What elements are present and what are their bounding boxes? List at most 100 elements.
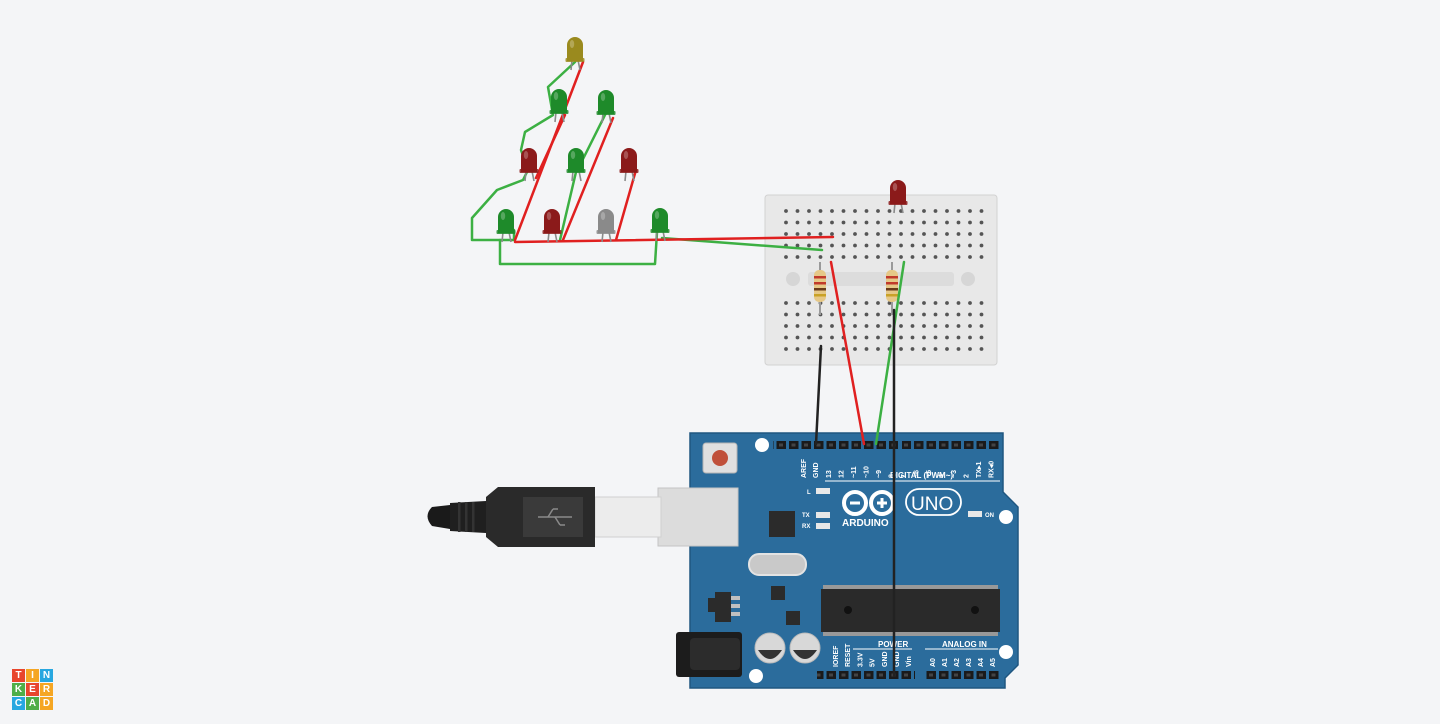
pin-label: Vin xyxy=(906,656,913,667)
pin-label: 8 xyxy=(889,474,896,478)
led-tx-indicator xyxy=(816,512,830,518)
usb-b-port xyxy=(657,487,739,547)
pin-label: 13 xyxy=(826,470,833,478)
led[interactable] xyxy=(888,180,908,214)
analog-in-label: ANALOG IN xyxy=(942,640,987,649)
digital-header-left[interactable] xyxy=(773,440,898,450)
logo-letter: N xyxy=(40,669,53,682)
breadboard-lower-holes xyxy=(780,295,985,353)
mount-hole xyxy=(999,510,1013,524)
led-label-rx: RX xyxy=(802,524,810,530)
led-l-indicator xyxy=(816,488,830,494)
led[interactable] xyxy=(519,148,539,182)
led-on-indicator xyxy=(968,511,982,517)
reset-button[interactable] xyxy=(702,442,738,474)
resistor-1[interactable] xyxy=(814,262,826,315)
wire-red[interactable] xyxy=(561,116,615,242)
led[interactable] xyxy=(549,89,569,123)
crystal-oscillator xyxy=(748,553,807,576)
led[interactable] xyxy=(566,148,586,182)
wire-red-to-breadboard[interactable] xyxy=(513,235,835,244)
pin-label: A4 xyxy=(978,658,985,667)
pin-label: ~10 xyxy=(864,466,871,478)
analog-header[interactable] xyxy=(925,670,1000,680)
pin-label: ~6 xyxy=(914,470,921,478)
led[interactable] xyxy=(542,209,562,243)
pin-label-aref: AREF xyxy=(801,458,808,478)
logo-letter: I xyxy=(26,669,39,682)
logo-letter: C xyxy=(12,697,25,710)
usb-interface-chip xyxy=(769,511,795,537)
pin-label: A1 xyxy=(942,658,949,667)
led-label-tx: TX xyxy=(802,513,810,519)
small-chip xyxy=(786,611,800,625)
resistor-2[interactable] xyxy=(886,262,898,315)
pin-label: A2 xyxy=(954,658,961,667)
logo-letter: K xyxy=(12,683,25,696)
usb-cable-end xyxy=(427,505,450,529)
wire-green-to-pin9[interactable] xyxy=(874,260,906,446)
pin-label: A5 xyxy=(990,658,997,667)
logo-letter: T xyxy=(12,669,25,682)
capacitor-2 xyxy=(789,632,821,664)
usb-symbol-icon xyxy=(538,508,572,526)
mount-hole xyxy=(755,438,769,452)
pin-label: TX▸1 xyxy=(976,462,983,478)
digital-header-right[interactable] xyxy=(902,440,1000,450)
mount-hole xyxy=(749,669,763,683)
pin-label: ~3 xyxy=(951,470,958,478)
led[interactable] xyxy=(596,90,616,124)
pin-label: 5V xyxy=(870,658,877,667)
pin-label: 3.3V xyxy=(857,652,864,667)
wire-green[interactable] xyxy=(558,170,578,242)
pin-label: RX◂0 xyxy=(989,461,996,478)
wires[interactable] xyxy=(470,60,906,678)
usb-cable-ribs xyxy=(458,502,475,532)
led-label-l: L xyxy=(807,490,811,496)
usb-strain-relief xyxy=(450,501,486,533)
wire-red[interactable] xyxy=(534,113,567,180)
led-group[interactable] xyxy=(496,37,908,243)
pin-label: GND xyxy=(882,651,889,667)
small-chip xyxy=(771,586,785,600)
wire-black-to-gnd[interactable] xyxy=(814,344,823,446)
digital-pwm-label: DIGITAL (PWM~) xyxy=(890,471,953,480)
wire-red-to-pin10[interactable] xyxy=(829,260,866,446)
led[interactable] xyxy=(650,208,670,242)
wire-red[interactable] xyxy=(614,168,638,242)
usb-b-plug-metal xyxy=(594,496,662,538)
led-rx-indicator xyxy=(816,523,830,529)
led[interactable] xyxy=(619,148,639,182)
pin-label: A0 xyxy=(930,658,937,667)
logo-letter: E xyxy=(26,683,39,696)
power-header[interactable] xyxy=(817,670,915,680)
led-label-on: ON xyxy=(985,513,994,519)
led[interactable] xyxy=(496,209,516,243)
breadboard-center-channel xyxy=(808,272,954,286)
breadboard[interactable] xyxy=(764,194,998,366)
pin-label: RESET xyxy=(845,643,852,667)
pin-label-gnd: GND xyxy=(813,462,820,478)
logo-letter: A xyxy=(26,697,39,710)
mount-hole xyxy=(999,645,1013,659)
wire-green-bottom-loop[interactable] xyxy=(498,230,659,266)
dc-power-jack[interactable] xyxy=(676,632,742,677)
pin-label: ~11 xyxy=(851,466,858,478)
capacitor-1 xyxy=(754,632,786,664)
arduino-label: ARDUINO xyxy=(842,518,889,529)
logo-letter: D xyxy=(40,697,53,710)
led[interactable] xyxy=(565,37,585,71)
led[interactable] xyxy=(596,209,616,243)
logo-letter: R xyxy=(40,683,53,696)
voltage-regulator xyxy=(708,592,740,622)
pin-label: GND xyxy=(894,651,901,667)
usb-cable[interactable] xyxy=(427,487,739,547)
breadboard-upper-holes xyxy=(780,207,985,262)
uno-badge xyxy=(905,488,962,516)
